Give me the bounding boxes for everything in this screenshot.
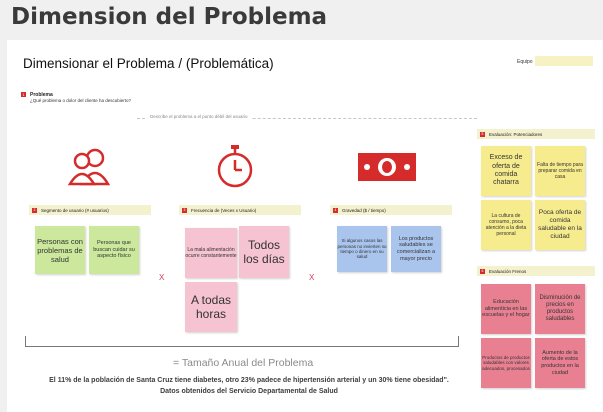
footer-statistics: El 11% de la población de Santa Cruz tie… (49, 377, 449, 395)
sticky-note[interactable]: Personas con problemas de salud (35, 226, 85, 274)
problem-block: 1 Problema ¿Qué problema o dolor del cli… (21, 92, 139, 104)
stopwatch-icon (213, 142, 257, 190)
step-number: 2 (32, 207, 37, 213)
sticky-note[interactable]: Exceso de oferta de comida chatarra (481, 146, 531, 196)
problem-title: Problema (30, 92, 53, 98)
problem-question: ¿Qué problema o dolor del cliente ha des… (30, 98, 132, 103)
step-number: 5 (480, 131, 485, 137)
sticky-note[interactable]: Aumento de la oferta de estos productos … (535, 338, 585, 388)
describe-hint: Describe el problema a el punto débil de… (147, 114, 251, 119)
team-label: Equipo (517, 59, 533, 65)
sticky-note[interactable]: La mala alimentación ocurre constantemen… (185, 228, 237, 278)
potentiators-header: 5 Evaluación: Potenciadores (477, 129, 595, 139)
annual-size-label: = Tamaño Anual del Problema (173, 357, 314, 369)
page-title: Dimension del Problema (11, 4, 328, 30)
multiply-sign: X (309, 273, 315, 282)
sticky-note[interactable]: Si algunos casos las personas no inviert… (337, 226, 387, 272)
multiply-sign: X (159, 273, 165, 282)
sticky-note[interactable]: La cultura de consumo, poca atención a l… (481, 200, 531, 250)
segment-label: Segmento de usuario (# usuarios) (41, 207, 109, 213)
sticky-note[interactable]: Personas que buscan cuidar su aspecto fí… (89, 226, 139, 274)
bracket-divider (25, 336, 459, 347)
step-number: 4 (333, 207, 338, 213)
brakes-header: 6 Evaluación Frenos (477, 266, 595, 276)
frequency-label: Frecuencia de (Veces x Usuario) (191, 207, 257, 213)
sticky-note[interactable]: Poca oferta de comida saludable en la ci… (535, 200, 585, 250)
sticky-note[interactable]: Falta de tiempo para preparar comida en … (535, 146, 585, 196)
team-input[interactable] (535, 56, 593, 66)
money-bill-icon (357, 152, 417, 182)
board-title: Dimensionar el Problema / (Problemática) (23, 56, 274, 71)
step-number: 3 (182, 207, 187, 213)
step-number: 1 (21, 92, 26, 97)
potentiators-label: Evaluación: Potenciadores (489, 131, 543, 137)
segment-header: 2 Segmento de usuario (# usuarios) (29, 205, 151, 215)
canvas-board: Dimensionar el Problema / (Problemática)… (7, 40, 603, 412)
frequency-header: 3 Frecuencia de (Veces x Usuario) (179, 205, 301, 215)
step-number: 6 (480, 268, 485, 274)
divider-line (137, 118, 477, 119)
severity-label: Gravedad ($ / tiempo) (342, 207, 386, 213)
severity-header: 4 Gravedad ($ / tiempo) (330, 205, 452, 215)
sticky-note[interactable]: Educación alimenticia en las escuelas y … (481, 284, 531, 334)
sticky-note[interactable]: A todas horas (185, 282, 237, 332)
sticky-note[interactable]: Todos los días (239, 226, 289, 278)
sticky-note[interactable]: Disminución de precios en productos salu… (535, 284, 585, 334)
brakes-label: Evaluación Frenos (489, 268, 527, 274)
sticky-note[interactable]: Los productos saludables se comercializa… (391, 226, 441, 272)
sticky-note[interactable]: Productos de productos saludables con va… (481, 338, 531, 388)
users-icon (63, 144, 115, 188)
